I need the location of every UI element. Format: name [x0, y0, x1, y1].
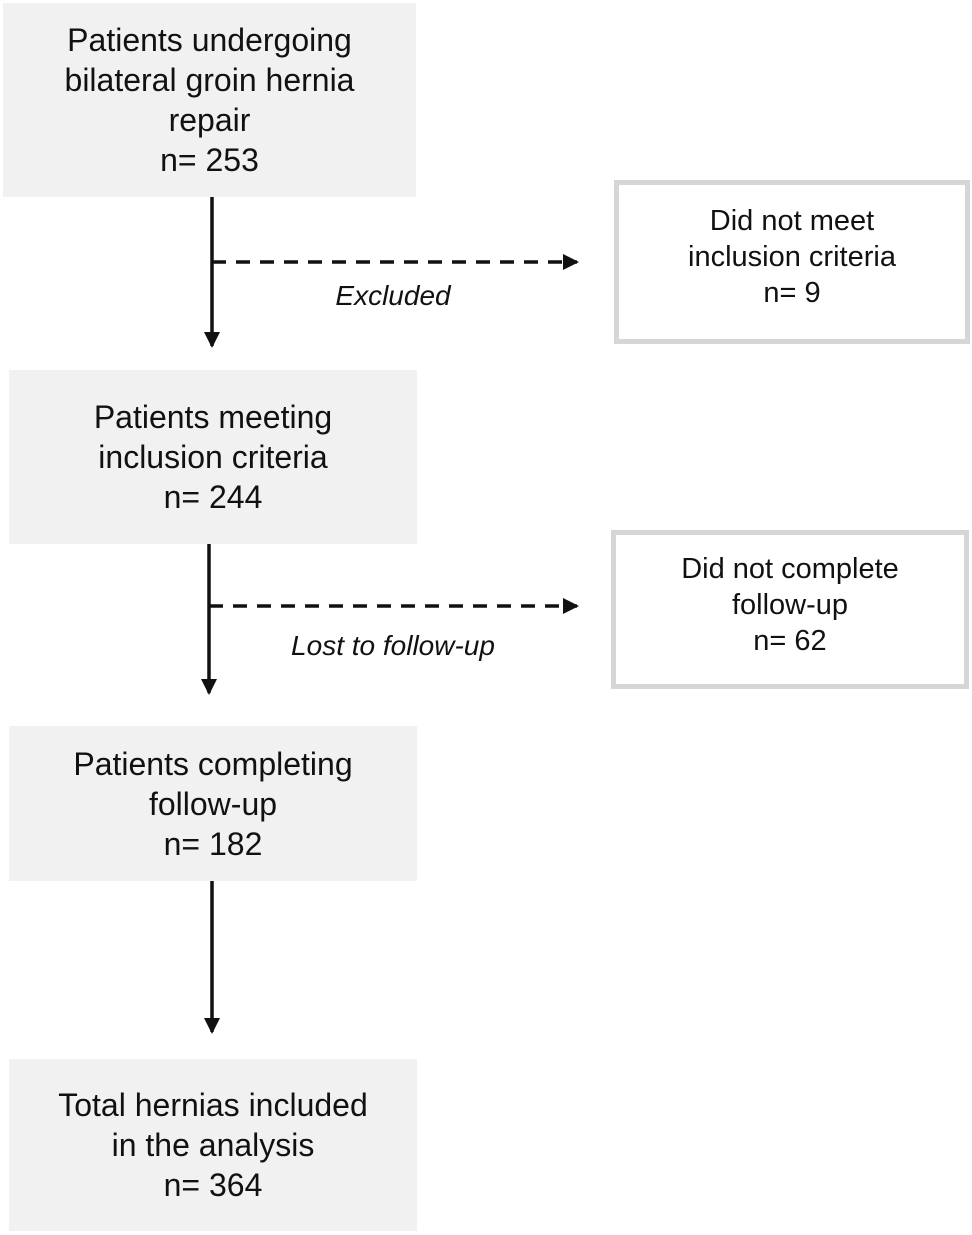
- node-analysis: Total hernias included in the analysis n…: [9, 1059, 417, 1231]
- node-start-line-3: repair: [168, 102, 251, 138]
- node-completed-line-1: Patients completing: [73, 745, 353, 782]
- node-excluded-count: n= 9: [763, 277, 821, 309]
- node-lost-count: n= 62: [753, 624, 827, 657]
- node-eligible: Patients meeting inclusion criteria n= 2…: [9, 370, 417, 544]
- node-analysis-count: n= 364: [163, 1167, 263, 1203]
- node-eligible-line-1: Patients meeting: [93, 399, 333, 435]
- node-start-count: n= 253: [160, 142, 259, 178]
- edge-label-lost: Lost to follow-up: [291, 630, 495, 661]
- node-lost-line-1: Did not complete: [681, 552, 899, 585]
- node-analysis-line-1: Total hernias included: [58, 1087, 368, 1123]
- node-excluded-line-1: Did not meet: [709, 205, 875, 237]
- node-eligible-line-2: inclusion criteria: [98, 439, 328, 475]
- node-completed-line-2: follow-up: [148, 785, 278, 822]
- node-lost: Did not complete follow-up n= 62: [611, 530, 969, 689]
- edge-label-excluded: Excluded: [335, 280, 451, 311]
- node-excluded: Did not meet inclusion criteria n= 9: [614, 180, 970, 344]
- node-analysis-line-2: in the analysis: [111, 1127, 315, 1163]
- node-completed: Patients completing follow-up n= 182: [9, 726, 417, 881]
- node-start: Patients undergoing bilateral groin hern…: [3, 3, 416, 197]
- node-start-line-1: Patients undergoing: [67, 22, 352, 58]
- node-excluded-line-2: inclusion criteria: [688, 241, 896, 273]
- node-eligible-count: n= 244: [163, 479, 263, 515]
- node-start-line-2: bilateral groin hernia: [64, 62, 355, 98]
- node-lost-line-2: follow-up: [731, 588, 849, 621]
- node-completed-count: n= 182: [163, 825, 263, 862]
